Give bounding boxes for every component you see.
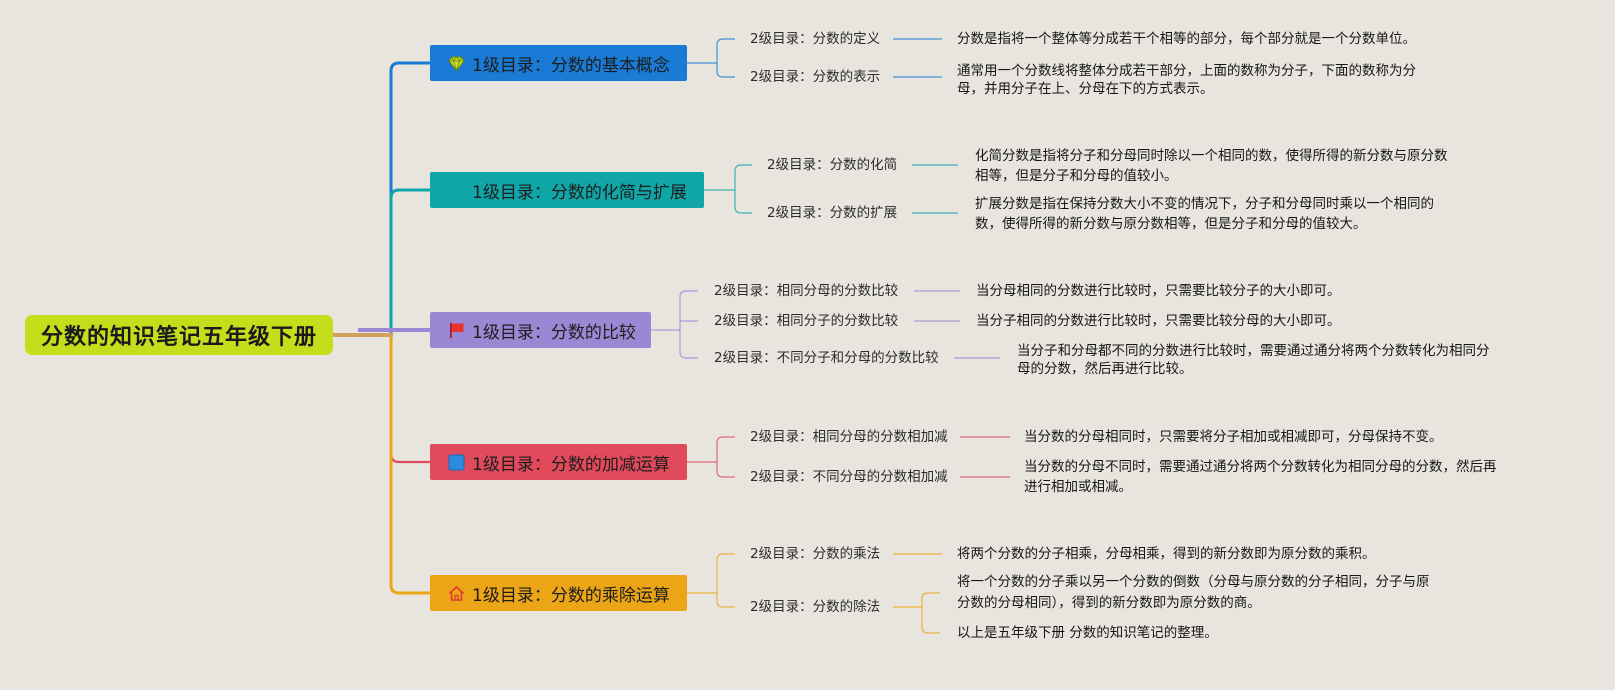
note-line: 母的分数，然后再进行比较。: [1017, 361, 1193, 377]
root-title: 分数的知识笔记五年级下册: [40, 325, 317, 350]
subtopic-definition[interactable]: 2级目录：分数的定义: [750, 31, 881, 47]
note-line: 以上是五年级下册 分数的知识笔记的整理。: [957, 625, 1218, 641]
note-line: 通常用一个分数线将整体分成若干部分，上面的数称为分子，下面的数称为分: [957, 63, 1416, 79]
topic-label: 1级目录：分数的乘除运算: [472, 585, 670, 606]
subtopic-same-numerator[interactable]: 2级目录：相同分子的分数比较: [714, 313, 899, 329]
note-line: 当分母相同的分数进行比较时，只需要比较分子的大小即可。: [976, 283, 1341, 299]
topic-simplify-expand[interactable]: 1级目录：分数的化简与扩展: [430, 172, 704, 208]
subtopic-same-denominator[interactable]: 2级目录：相同分母的分数比较: [714, 283, 899, 299]
note-same-denominator-add[interactable]: 当分数的分母相同时，只需要将分子相加或相减即可，分母保持不变。: [1024, 428, 1443, 446]
topic-label: 1级目录：分数的加减运算: [472, 454, 670, 475]
subtopic-same-denominator-add[interactable]: 2级目录：相同分母的分数相加减: [750, 429, 948, 445]
gem-icon: [448, 55, 465, 72]
root-topic[interactable]: 分数的知识笔记五年级下册: [25, 315, 333, 355]
home-icon: [448, 585, 465, 601]
sub-bracket: [716, 436, 735, 478]
note-expand[interactable]: 扩展分数是指在保持分数大小不变的情况下，分子和分母同时乘以一个相同的 数，使得所…: [975, 194, 1434, 234]
subtopic-simplify[interactable]: 2级目录：分数的化简: [767, 157, 898, 173]
note-summary[interactable]: 以上是五年级下册 分数的知识笔记的整理。: [957, 624, 1218, 642]
branch-connector-multiply-divide: [389, 335, 430, 595]
subtopic-different-denominator-add[interactable]: 2级目录：不同分母的分数相加减: [750, 469, 948, 485]
note-bracket: [921, 592, 940, 634]
subtopic-multiplication[interactable]: 2级目录：分数的乘法: [750, 546, 881, 562]
note-line: 进行相加或相减。: [1024, 479, 1132, 495]
topic-compare[interactable]: 1级目录：分数的比较: [430, 312, 651, 348]
sub-bracket: [679, 290, 698, 359]
sub-bracket: [734, 164, 752, 214]
sub-bracket: [716, 553, 735, 608]
note-line: 将一个分数的分子乘以另一个分数的倒数（分母与原分数的分子相同，分子与原: [957, 574, 1430, 590]
topic-label: 1级目录：分数的比较: [472, 322, 636, 343]
note-representation[interactable]: 通常用一个分数线将整体分成若干部分，上面的数称为分子，下面的数称为分 母，并用分…: [957, 62, 1416, 98]
branch-connector-simplify-expand: [389, 188, 430, 335]
note-line: 母，并用分子在上、分母在下的方式表示。: [957, 81, 1214, 97]
topic-label: 1级目录：分数的基本概念: [472, 55, 670, 76]
note-same-numerator[interactable]: 当分子相同的分数进行比较时，只需要比较分母的大小即可。: [976, 312, 1341, 330]
subtopic-division[interactable]: 2级目录：分数的除法: [750, 599, 881, 615]
note-line: 化简分数是指将分子和分母同时除以一个相同的数，使得所得的新分数与原分数: [975, 148, 1448, 164]
topic-label: 1级目录：分数的化简与扩展: [472, 182, 687, 203]
note-definition[interactable]: 分数是指将一个整体等分成若干个相等的部分，每个部分就是一个分数单位。: [957, 30, 1416, 48]
note-line: 当分子和分母都不同的分数进行比较时，需要通过通分将两个分数转化为相同分: [1017, 343, 1490, 359]
sub-bracket: [716, 38, 735, 78]
note-different[interactable]: 当分子和分母都不同的分数进行比较时，需要通过通分将两个分数转化为相同分 母的分数…: [1017, 342, 1490, 378]
subtopic-representation[interactable]: 2级目录：分数的表示: [750, 69, 881, 85]
topic-basic-concept[interactable]: 1级目录：分数的基本概念: [430, 45, 687, 81]
subtopic-expand[interactable]: 2级目录：分数的扩展: [767, 205, 898, 221]
note-line: 当分数的分母不同时，需要通过通分将两个分数转化为相同分母的分数，然后再: [1024, 459, 1497, 475]
note-line: 数，使得所得的新分数与原分数相等，但是分子和分母的值较大。: [975, 216, 1367, 232]
note-line: 当分子相同的分数进行比较时，只需要比较分母的大小即可。: [976, 313, 1341, 329]
note-line: 分数是指将一个整体等分成若干个相等的部分，每个部分就是一个分数单位。: [957, 31, 1416, 47]
note-line: 将两个分数的分子相乘，分母相乘，得到的新分数即为原分数的乘积。: [957, 546, 1376, 562]
branch-connector-add-subtract: [389, 335, 430, 464]
note-same-denominator[interactable]: 当分母相同的分数进行比较时，只需要比较分子的大小即可。: [976, 282, 1341, 300]
note-multiplication[interactable]: 将两个分数的分子相乘，分母相乘，得到的新分数即为原分数的乘积。: [957, 545, 1376, 563]
note-division[interactable]: 将一个分数的分子乘以另一个分数的倒数（分母与原分数的分子相同，分子与原 分数的分…: [957, 572, 1430, 614]
topic-multiply-divide[interactable]: 1级目录：分数的乘除运算: [430, 575, 687, 611]
branch-connector-basic-concept: [389, 61, 430, 335]
topic-add-subtract[interactable]: 1级目录：分数的加减运算: [430, 444, 687, 480]
note-line: 相等，但是分子和分母的值较小。: [975, 168, 1178, 184]
note-different-denominator-add[interactable]: 当分数的分母不同时，需要通过通分将两个分数转化为相同分母的分数，然后再 进行相加…: [1024, 457, 1497, 497]
note-line: 分数的分母相同），得到的新分数即为原分数的商。: [957, 595, 1261, 611]
subtopic-different[interactable]: 2级目录：不同分子和分母的分数比较: [714, 350, 939, 366]
note-simplify[interactable]: 化简分数是指将分子和分母同时除以一个相同的数，使得所得的新分数与原分数 相等，但…: [975, 146, 1448, 186]
note-line: 扩展分数是指在保持分数大小不变的情况下，分子和分母同时乘以一个相同的: [975, 196, 1434, 212]
red-flag-icon: [450, 322, 464, 338]
note-line: 当分数的分母相同时，只需要将分子相加或相减即可，分母保持不变。: [1024, 429, 1443, 445]
blue-square-icon: [448, 454, 465, 470]
